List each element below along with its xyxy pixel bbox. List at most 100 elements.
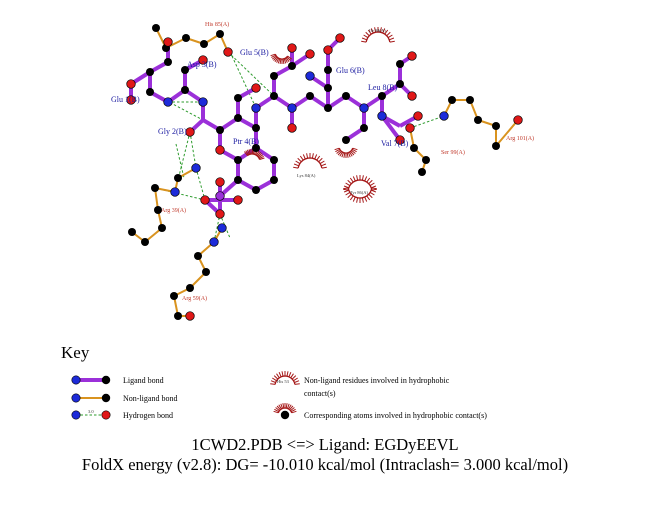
hydrophobic-spike xyxy=(364,196,368,202)
carbon-atom xyxy=(181,86,189,94)
oxygen-atom xyxy=(198,55,208,65)
carbon-atom xyxy=(174,174,182,182)
hydrophobic-spike xyxy=(347,179,352,185)
carbon-atom xyxy=(186,284,194,292)
carbon-atom xyxy=(418,168,426,176)
key-ligand-bond-sample xyxy=(71,375,111,385)
hydrophobic-spike xyxy=(243,151,248,156)
carbon-atom xyxy=(474,116,482,124)
hydrophobic-spike xyxy=(361,175,364,181)
hydrophobic-spike xyxy=(288,404,292,410)
hydrophobic-spike xyxy=(286,56,291,61)
hydrophobic-ile98-icon xyxy=(361,27,395,43)
atom-layer xyxy=(126,24,523,321)
hydrophobic-spike xyxy=(293,166,299,169)
ligand-bond-16 xyxy=(344,108,366,142)
carbon-atom xyxy=(182,34,190,42)
hydrophobic-spike xyxy=(349,177,354,183)
nitrogen-atom xyxy=(439,111,449,121)
nonligand-bond-6 xyxy=(409,127,427,173)
ligand-bond-11 xyxy=(272,48,294,96)
hydrophobic-spike xyxy=(361,40,367,43)
label-glu5: Glu 5(B) xyxy=(240,48,269,57)
hydrophobic-spike xyxy=(346,152,349,158)
hydrogen-bond-11 xyxy=(409,115,445,129)
hydrophobic-spike xyxy=(271,54,277,58)
hydrophobic-spike xyxy=(277,58,281,64)
carbon-atom xyxy=(128,228,136,236)
hydrophobic-spike xyxy=(278,372,282,377)
hydrophobic-arc xyxy=(246,153,261,160)
hydrophobic-spike xyxy=(287,55,293,60)
carbon-atom xyxy=(202,268,210,276)
hydrophobic-spike xyxy=(288,372,292,377)
hydrophobic-spike xyxy=(365,31,370,37)
phosphorus-atom xyxy=(215,191,225,201)
carbon-atom xyxy=(396,80,404,88)
hydrophobic-spike xyxy=(274,408,280,413)
hydrophobic-spike xyxy=(274,57,279,63)
hydrophobic-spike xyxy=(384,29,389,35)
carbon-atom xyxy=(422,156,430,164)
carbon-atom xyxy=(141,238,149,246)
hydrophobic-spike xyxy=(368,193,373,199)
carbon-atom xyxy=(151,184,159,192)
carbon-atom xyxy=(360,124,368,132)
hydrophobic-spike xyxy=(285,403,288,409)
hydrophobic-spike xyxy=(281,371,284,377)
hydrophobic-spike xyxy=(321,166,327,169)
hydrophobic-spike xyxy=(366,195,371,201)
hydrophobic-spike xyxy=(345,191,351,196)
hydrophobic-spike xyxy=(248,149,251,155)
hydrophobic-spike xyxy=(275,407,280,411)
carbon-atom xyxy=(492,142,500,150)
carbon-atom xyxy=(146,68,154,76)
key-hbond-distance: 3.0 xyxy=(88,409,94,414)
key-oxygen-atom xyxy=(101,410,111,420)
label-leu8: Leu 8(B) xyxy=(368,83,397,92)
carbon-atom xyxy=(216,126,224,134)
carbon-atom xyxy=(194,252,202,260)
label-tyr86: Tyr 86(A) xyxy=(350,190,369,195)
hydrophobic-spike xyxy=(316,155,321,161)
carbon-atom xyxy=(288,62,296,70)
carbon-atom xyxy=(200,40,208,48)
oxygen-atom xyxy=(287,123,297,133)
oxygen-atom xyxy=(413,111,423,121)
ligand-bond-17 xyxy=(380,54,414,98)
label-gly2: Gly 2(B) xyxy=(158,127,187,136)
caption-foldx-energy: FoldX energy (v2.8): DG= -10.010 kcal/mo… xyxy=(82,455,568,474)
oxygen-atom xyxy=(305,49,315,59)
hydrophobic-spike xyxy=(258,154,264,159)
label-ptr4: Ptr 4(B) xyxy=(233,137,259,146)
label-asp3: Asp 3(B) xyxy=(187,60,217,69)
hydrophobic-spike xyxy=(256,151,261,157)
key-hydrogen-bond-label: Hydrogen bond xyxy=(123,411,173,420)
hydrophobic-spike xyxy=(361,197,364,203)
key-corresponding-arc xyxy=(273,403,297,414)
hydrophobic-spike xyxy=(371,188,377,191)
hydrophobic-spike xyxy=(250,149,252,155)
hydrophobic-spike xyxy=(285,57,290,63)
carbon-atom xyxy=(181,66,189,74)
hydrophobic-atom-glu5-icon xyxy=(270,53,293,64)
label-his85: His 85(A) xyxy=(205,21,229,28)
key-nitrogen-atom xyxy=(71,375,81,385)
label-arg101: Arg 101(A) xyxy=(506,135,534,142)
carbon-atom xyxy=(378,92,386,100)
carbon-atom xyxy=(270,72,278,80)
hydrophobic-spike xyxy=(343,187,349,190)
hydrophobic-spike xyxy=(321,163,327,167)
hydrophobic-spike xyxy=(374,27,377,33)
hydrophobic-spike xyxy=(291,410,297,414)
hydrophobic-spike xyxy=(276,373,280,379)
oxygen-atom xyxy=(126,79,136,89)
hydrogen-bond-5 xyxy=(189,131,197,169)
hydrophobic-spike xyxy=(297,157,302,163)
hydrophobic-spike xyxy=(335,148,341,153)
hydrophobic-spike xyxy=(351,148,357,153)
hydrophobic-spike xyxy=(364,176,368,182)
hydrophobic-spike xyxy=(343,185,349,189)
oxygen-atom xyxy=(163,37,173,47)
